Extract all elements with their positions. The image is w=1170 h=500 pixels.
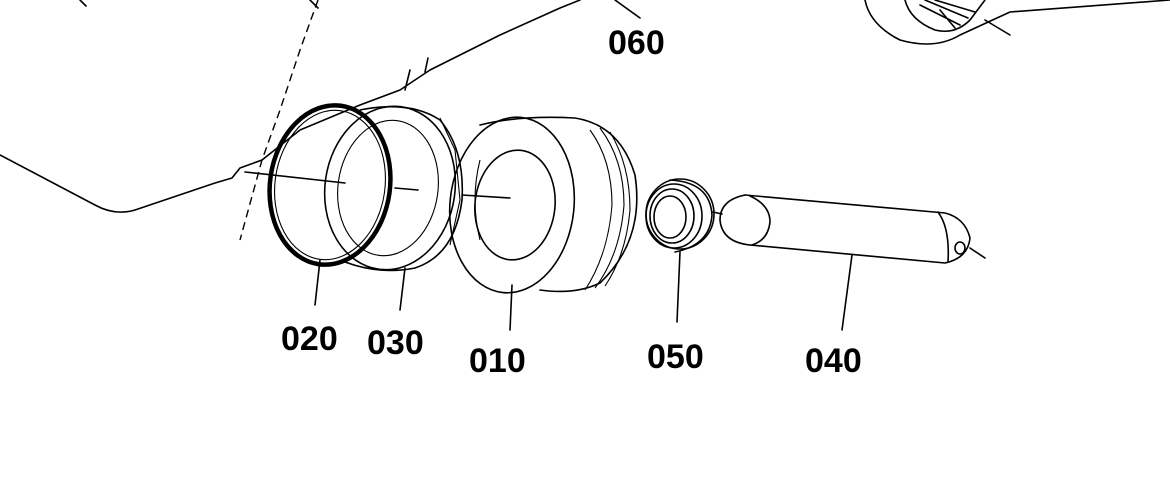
part-010-bushing: [448, 116, 638, 294]
label-030: 030: [367, 324, 424, 362]
label-020: 020: [281, 320, 338, 358]
label-040: 040: [805, 342, 862, 380]
centerline: [244, 171, 723, 215]
part-030-seal: [323, 105, 464, 272]
label-060: 060: [608, 24, 665, 62]
part-040-pin: [719, 194, 986, 264]
bearing-fragment: [864, 0, 1170, 45]
leader-lines: [314, 251, 853, 331]
housing-outline: [0, 0, 581, 241]
leader-060: [614, 0, 641, 19]
part-020-oring: [267, 103, 393, 267]
label-050: 050: [647, 338, 704, 376]
part-050-bearing: [645, 178, 715, 253]
label-010: 010: [469, 342, 526, 380]
